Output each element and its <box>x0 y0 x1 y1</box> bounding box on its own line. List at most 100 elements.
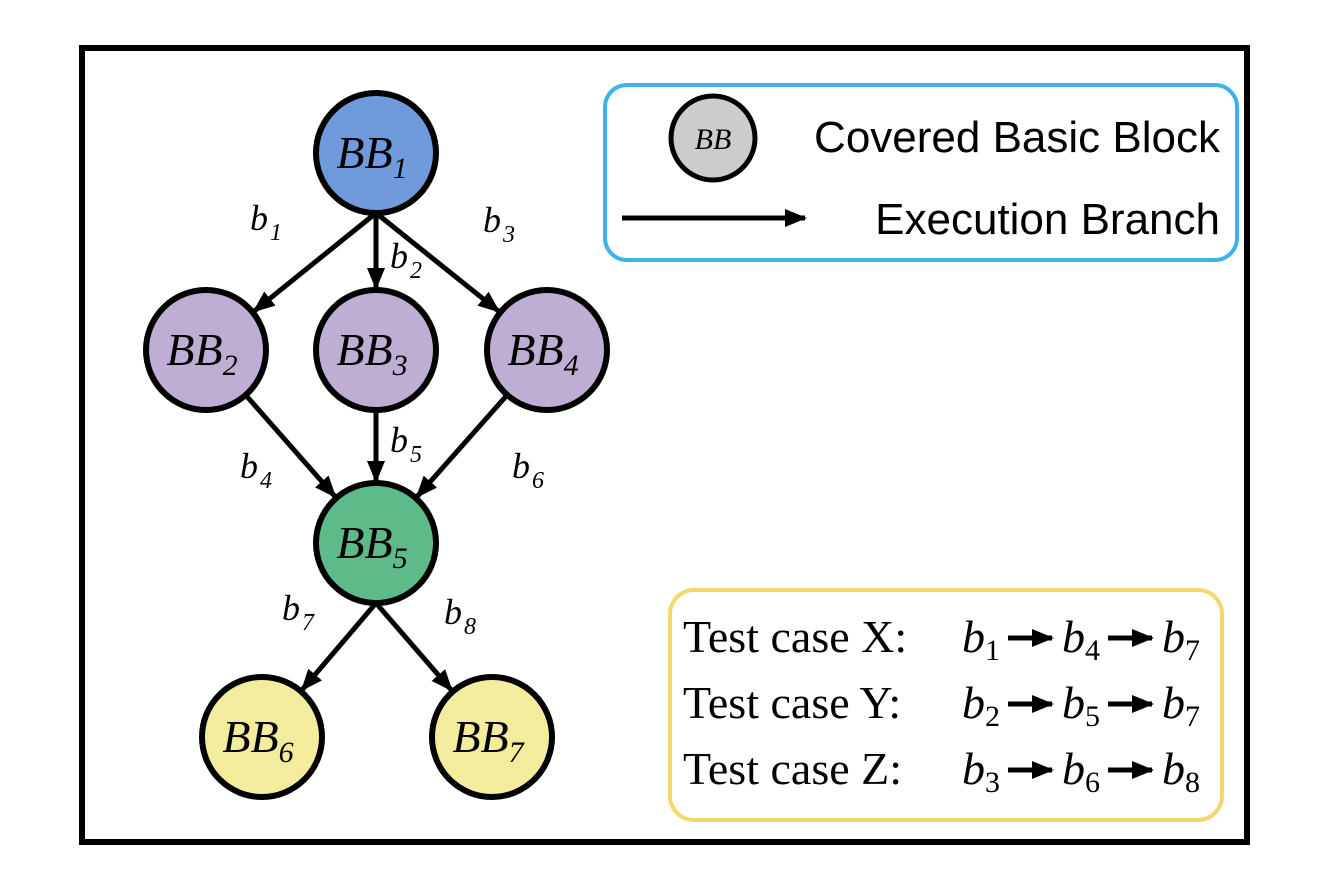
edge-label-sub: 6 <box>532 468 544 494</box>
node-bb4: BB4 <box>484 287 610 413</box>
node-circle <box>313 287 439 413</box>
test-branch-base: b <box>1062 611 1085 662</box>
edge-bb4-bb5 <box>415 393 510 499</box>
test-branch-sub: 1 <box>985 634 1000 667</box>
node-bb3: BB3 <box>313 287 439 413</box>
edge-bb2-bb5 <box>243 393 337 499</box>
edge-bb1-bb4 <box>374 211 501 314</box>
test-branch-b8: b8 <box>1162 743 1200 799</box>
test-case-label: Test case X: <box>683 611 907 662</box>
edge-label-b4: b4 <box>240 446 272 494</box>
edge-label-b3: b3 <box>483 200 515 248</box>
test-branch-base: b <box>1062 743 1085 794</box>
node-label-sub: 4 <box>564 349 579 382</box>
node-circle <box>199 674 325 800</box>
node-label-sub: 7 <box>509 736 526 769</box>
test-cases-box <box>668 588 1224 822</box>
test-case-label: Test case Y: <box>683 677 901 728</box>
node-label: BB5 <box>336 517 407 575</box>
test-branch-b2: b2 <box>962 677 1000 733</box>
node-label-base: BB <box>507 324 563 375</box>
node-label-sub: 1 <box>393 152 408 185</box>
node-label: BB4 <box>507 324 578 382</box>
edge-label-b5: b5 <box>390 420 422 468</box>
node-label-base: BB <box>222 711 278 762</box>
node-label: BB7 <box>452 711 525 769</box>
legend: BB Covered Basic Block Execution Branch <box>603 83 1239 262</box>
edge-label-base: b <box>390 236 408 276</box>
test-branch-b7: b7 <box>1162 677 1200 733</box>
edge-label-base: b <box>240 446 258 486</box>
node-label-sub: 6 <box>279 736 294 769</box>
edge-label-b1: b1 <box>250 198 282 246</box>
edge-label-base: b <box>250 198 268 238</box>
edge-label-sub: 5 <box>410 442 422 468</box>
test-branch-b7: b7 <box>1162 611 1200 667</box>
node-circle <box>429 674 555 800</box>
test-branch-base: b <box>1162 611 1185 662</box>
test-branch-b5: b5 <box>1062 677 1100 733</box>
edge-label-base: b <box>390 420 408 460</box>
edge-label-base: b <box>512 446 530 486</box>
test-branch-sub: 7 <box>1185 700 1200 733</box>
edge-bb1-bb2 <box>252 211 378 314</box>
node-label-base: BB <box>452 711 508 762</box>
edge-label-sub: 4 <box>260 468 272 494</box>
node-circle <box>143 287 269 413</box>
node-label-base: BB <box>166 324 222 375</box>
node-circle <box>484 287 610 413</box>
edge-bb5-bb6 <box>300 601 378 692</box>
edge-label-base: b <box>483 200 501 240</box>
test-branch-base: b <box>1062 677 1085 728</box>
test-branch-b4: b4 <box>1062 611 1100 667</box>
node-bb5: BB5 <box>313 480 439 606</box>
node-label: BB2 <box>166 324 237 382</box>
test-branch-sub: 5 <box>1085 700 1100 733</box>
diagram-frame <box>79 45 1250 845</box>
node-bb1: BB1 <box>313 90 439 216</box>
test-branch-sub: 3 <box>985 766 1000 799</box>
test-branch-base: b <box>962 677 985 728</box>
test-branch-sub: 8 <box>1185 766 1200 799</box>
test-case-label: Test case Z: <box>683 743 902 794</box>
test-branch-base: b <box>1162 743 1185 794</box>
edge-label-sub: 1 <box>270 220 282 246</box>
test-branch-b1: b1 <box>962 611 1000 667</box>
edge-label-base: b <box>282 588 300 628</box>
node-label-base: BB <box>336 324 392 375</box>
edge-bb5-bb7 <box>374 601 454 692</box>
node-circle <box>313 480 439 606</box>
test-branch-base: b <box>962 743 985 794</box>
test-branch-base: b <box>1162 677 1185 728</box>
edge-label-b2: b2 <box>390 236 422 284</box>
edge-label-sub: 2 <box>410 258 422 284</box>
node-label-sub: 3 <box>392 349 408 382</box>
node-label-sub: 5 <box>393 542 408 575</box>
node-label-sub: 2 <box>223 349 238 382</box>
edge-label-base: b <box>444 592 462 632</box>
test-branch-sub: 7 <box>1185 634 1200 667</box>
edge-label-b8: b8 <box>444 592 476 640</box>
test-branch-b6: b6 <box>1062 743 1100 799</box>
node-bb2: BB2 <box>143 287 269 413</box>
edge-label-b7: b7 <box>282 588 315 636</box>
test-branch-sub: 6 <box>1085 766 1100 799</box>
legend-branch-label: Execution Branch <box>875 195 1220 244</box>
test-branch-base: b <box>962 611 985 662</box>
edge-label-sub: 8 <box>464 614 476 640</box>
node-bb7: BB7 <box>429 674 555 800</box>
test-branch-b3: b3 <box>962 743 1000 799</box>
edge-label-b6: b6 <box>512 446 544 494</box>
node-circle <box>313 90 439 216</box>
legend-covered-label: Covered Basic Block <box>814 113 1221 162</box>
edge-label-sub: 7 <box>302 610 315 636</box>
test-branch-sub: 4 <box>1085 634 1100 667</box>
legend-node-icon <box>668 93 758 183</box>
node-label: BB6 <box>222 711 293 769</box>
node-label-base: BB <box>336 127 392 178</box>
test-branch-sub: 2 <box>985 700 1000 733</box>
node-label: BB3 <box>336 324 407 382</box>
node-label-base: BB <box>336 517 392 568</box>
